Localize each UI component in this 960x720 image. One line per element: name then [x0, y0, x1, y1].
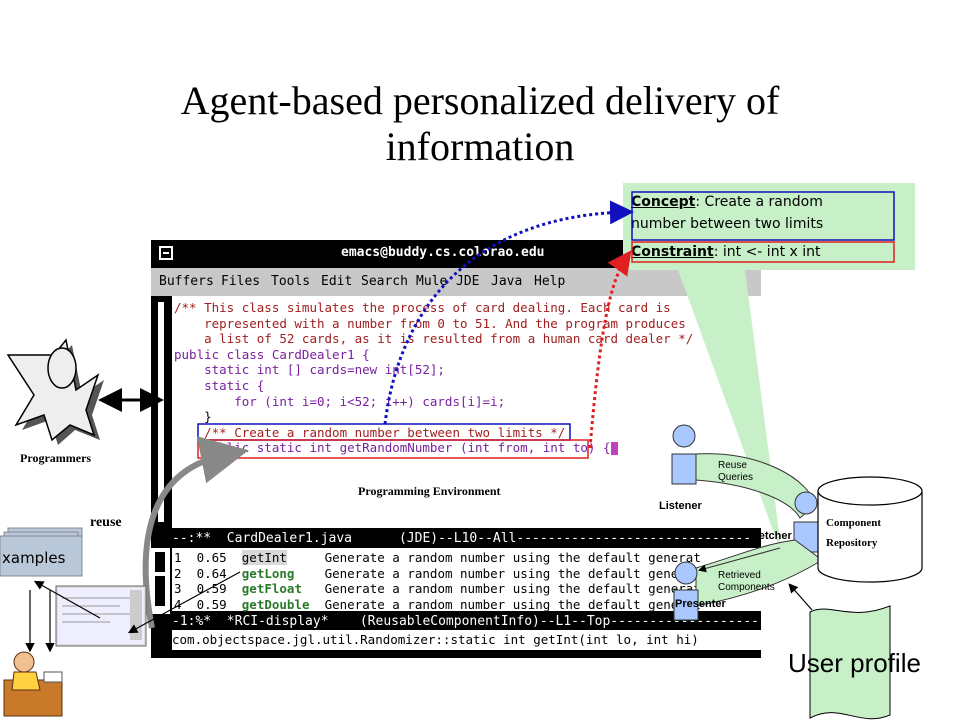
result-row[interactable]: 3 0.59 getFloat Generate a random number…	[174, 581, 701, 597]
listener-body-icon	[671, 453, 697, 485]
concept-arrow	[383, 200, 634, 425]
menu-help[interactable]: Help	[534, 274, 566, 289]
fetcher-head-icon	[794, 491, 818, 515]
concept-line-1: Concept: Create a random	[631, 194, 823, 210]
editor-modeline: --:** CardDealer1.java (JDE)--L10--All--…	[172, 530, 761, 547]
examples-link-2	[33, 580, 101, 619]
result-row[interactable]: 2 0.64 getLong Generate a random number …	[174, 565, 701, 581]
examples-stack	[0, 527, 147, 647]
results-buffer[interactable]: 1 0.65 getInt Generate a random number u…	[172, 548, 761, 612]
concept-highlight-box	[631, 191, 895, 241]
component-repository-cylinder	[817, 476, 923, 583]
presenter-head-icon	[674, 561, 698, 585]
code-line-6: static {	[174, 377, 265, 393]
code-line-7: for (int i=0; i<52; i++) cards[i]=i;	[174, 393, 506, 409]
code-line-1: /** This class simulates the process of …	[174, 300, 671, 315]
menu-files[interactable]: Files	[221, 274, 261, 289]
code-line-4: public class CardDealer1 {	[174, 346, 370, 362]
user-profile-label: User profile	[788, 648, 921, 678]
menu-buffers[interactable]: Buffers	[159, 274, 214, 289]
menu-tools[interactable]: Tools	[271, 274, 311, 289]
menu-jde[interactable]: JDE	[456, 274, 480, 289]
code-line-5: static int [] cards=new int[52];	[174, 362, 445, 378]
code-line-9: /** Create a random number between two l…	[174, 424, 566, 440]
examples-label: xamples	[2, 549, 66, 567]
constraint-highlight-box	[631, 241, 895, 263]
presenter-label: Presenter	[675, 598, 726, 610]
slide-title: Agent-based personalized delivery of inf…	[0, 78, 960, 170]
text-cursor	[610, 442, 618, 456]
result-row[interactable]: 1 0.65 getInt Generate a random number u…	[174, 550, 701, 565]
code-line-3: a list of 52 cards, as it is resulted fr…	[174, 331, 694, 347]
results-scrollbar[interactable]	[151, 548, 172, 614]
constraint-line: Constraint: int <- int x int	[631, 244, 821, 260]
listener-head-icon	[672, 424, 696, 448]
listener-label: Listener	[659, 500, 702, 512]
emacs-window-title: emacs@buddy.cs.colorao.edu	[341, 245, 545, 260]
menu-java[interactable]: Java	[491, 274, 523, 289]
examples-link	[127, 571, 241, 634]
constraint-arrow	[588, 250, 632, 449]
code-line-8: }	[174, 409, 212, 425]
menu-search[interactable]: Search	[361, 274, 408, 289]
programmers-label: Programmers	[20, 451, 92, 465]
concept-label: Concept	[631, 194, 696, 210]
concept-callout	[623, 183, 915, 270]
signature-highlight-box	[197, 439, 589, 459]
comment-highlight-box	[197, 423, 571, 441]
programming-environment-label: Programming Environment	[358, 484, 501, 498]
title-line-2: information	[385, 124, 575, 169]
code-line-2: represented with a number from 0 to 51. …	[174, 315, 686, 331]
reuse-label: reuse	[90, 515, 122, 530]
fetcher-label: Fetcher	[752, 530, 792, 542]
constraint-label: Constraint	[631, 244, 714, 260]
reuse-arrow	[142, 436, 249, 629]
result-row[interactable]: 4 0.59 getDouble Generate a random numbe…	[174, 596, 701, 612]
results-modeline: -1:%* *RCI-display* (ReusableComponentIn…	[172, 613, 761, 630]
programmer-icon	[6, 338, 104, 445]
desk-person-icon	[3, 651, 63, 717]
presenter-body-icon	[673, 589, 699, 621]
profile-arrow	[788, 583, 813, 611]
callout-tail	[678, 270, 782, 555]
minibuffer: com.objectspace.jgl.util.Randomizer::sta…	[172, 630, 761, 650]
menu-mule[interactable]: Mule	[416, 274, 448, 289]
user-profile-document	[809, 605, 891, 720]
menu-edit[interactable]: Edit	[321, 274, 353, 289]
title-line-1: Agent-based personalized delivery of	[180, 78, 780, 123]
concept-line-2: number between two limits	[631, 216, 824, 232]
window-menu-icon[interactable]	[159, 246, 173, 260]
editor-scrollbar[interactable]	[151, 296, 172, 528]
